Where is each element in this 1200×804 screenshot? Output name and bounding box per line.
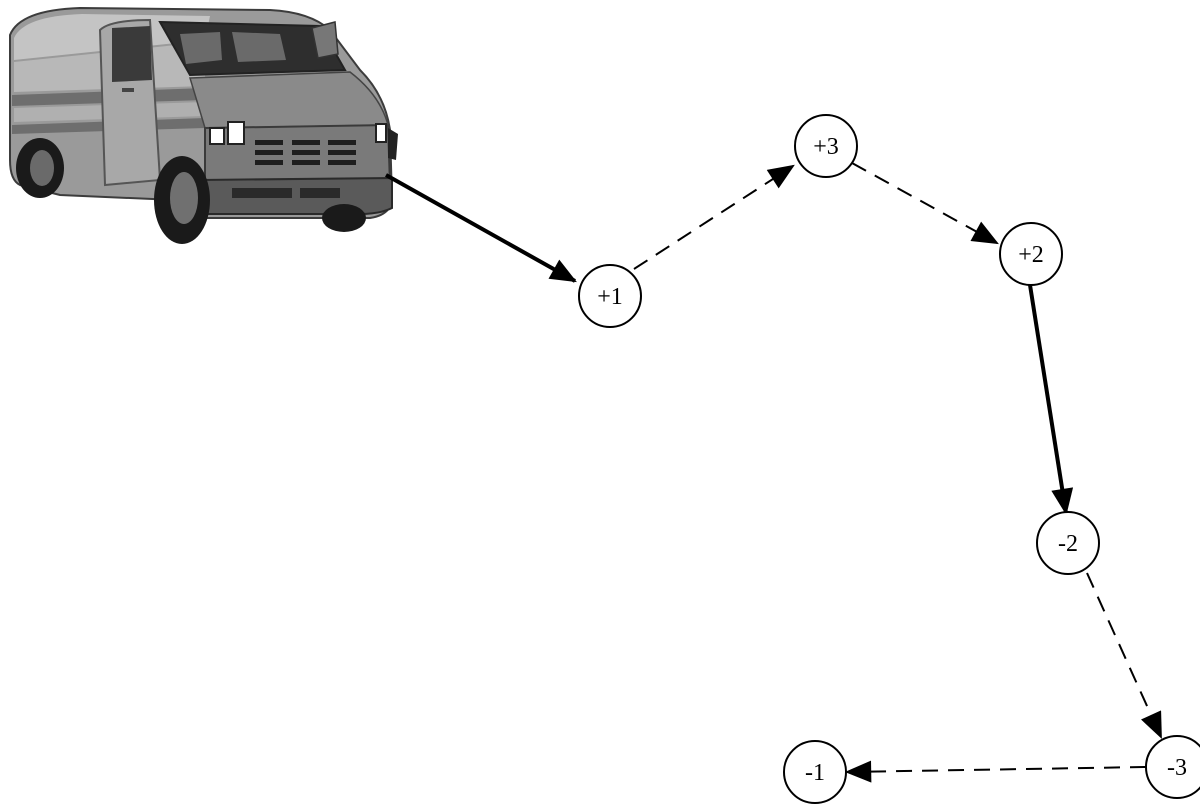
svg-text:-1: -1 — [805, 760, 825, 786]
edge-minus2-to-minus3 — [1086, 572, 1162, 740]
edge-minus3-to-minus1 — [844, 760, 1147, 783]
svg-text:-2: -2 — [1058, 531, 1078, 557]
route-nodes: +1 +3 +2 -2 -3 -1 — [578, 114, 1200, 804]
svg-text:+1: +1 — [597, 284, 623, 310]
node-minus1: -1 — [783, 740, 847, 804]
edge-plus1-to-plus3 — [633, 164, 795, 270]
node-plus2: +2 — [999, 222, 1063, 286]
svg-text:-3: -3 — [1167, 755, 1187, 781]
svg-text:+3: +3 — [813, 134, 839, 160]
edge-plus2-to-minus2 — [1028, 284, 1074, 516]
node-plus1: +1 — [578, 264, 642, 328]
route-edges — [385, 162, 1162, 783]
delivery-van-icon — [9, 6, 398, 244]
svg-text:+2: +2 — [1018, 242, 1044, 268]
edge-plus3-to-plus2 — [851, 162, 999, 245]
node-minus2: -2 — [1036, 511, 1100, 575]
edge-van-to-plus1 — [385, 173, 577, 283]
node-minus3: -3 — [1145, 735, 1200, 799]
node-plus3: +3 — [794, 114, 858, 178]
